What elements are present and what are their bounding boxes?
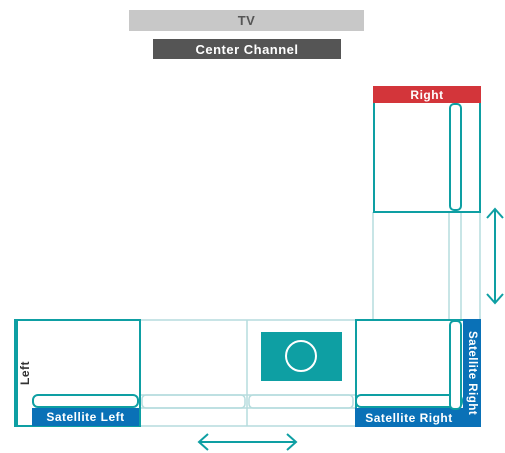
satellite-left-cushion: [32, 394, 139, 408]
satellite-right-bottom-label: Satellite Right: [355, 408, 463, 427]
satellite-right-cushion: [355, 394, 463, 408]
satellite-right-side-label: Satellite Right: [463, 319, 481, 427]
satellite-left-label: Satellite Left: [32, 408, 139, 426]
center-channel-label: Center Channel: [153, 39, 341, 59]
right-label: Right: [373, 86, 481, 103]
satellite-right-arm-cushion: [449, 320, 462, 410]
right-arm-cushion: [449, 103, 462, 211]
tv-label: TV: [129, 10, 364, 31]
